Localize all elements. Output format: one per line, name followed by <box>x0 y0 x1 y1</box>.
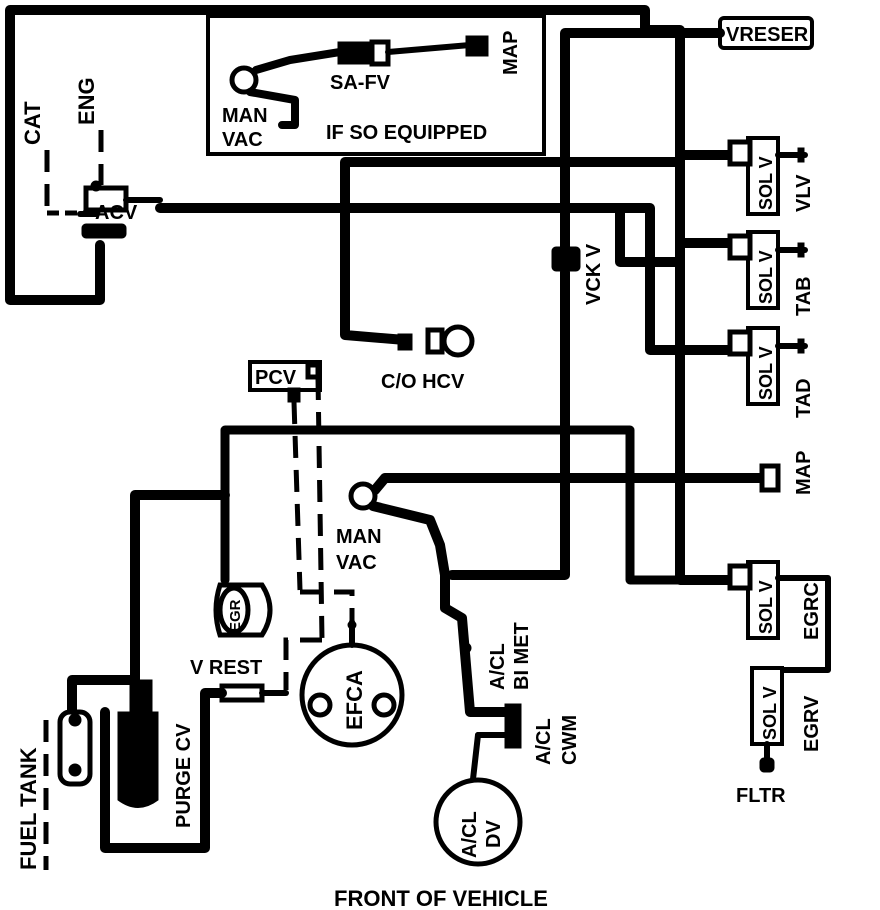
sol-v-tab-label: SOL V <box>756 250 776 304</box>
man-vac-mid-label-2: VAC <box>336 552 377 574</box>
sol-v-egrc-label: SOL V <box>756 580 776 634</box>
man-vac-mid-port <box>348 481 378 511</box>
bimet-junction <box>460 642 472 654</box>
pcv-dashed-left <box>291 401 303 591</box>
sol-v-egrv <box>750 666 784 773</box>
purge-hose-left <box>67 490 230 717</box>
pcv-dashed-right <box>315 377 325 641</box>
egrc-hose <box>220 425 740 585</box>
vreser-label: VRESER <box>726 24 809 46</box>
pcv-dashed-to-efca <box>300 589 355 622</box>
top-man-label: MAN <box>222 105 268 127</box>
top-vac-label: VAC <box>222 129 263 151</box>
pcv-dashed-to-vrest <box>283 637 322 690</box>
acl-cwm-label-2: CWM <box>559 715 581 765</box>
fuel-tank-valve <box>57 709 93 787</box>
sa-fv-label: SA-FV <box>330 72 391 94</box>
map-right-label: MAP <box>793 451 815 495</box>
acl-bimet-label-2: BI MET <box>511 622 533 690</box>
fuel-tank-label: FUEL TANK <box>16 747 41 870</box>
co-hcv-hose <box>340 157 685 345</box>
top-map-sensor <box>465 35 489 57</box>
pcv-valve <box>248 360 322 403</box>
main-vacuum-loop <box>5 5 740 585</box>
sa-fv-valve <box>337 39 391 67</box>
if-so-equipped-label: IF SO EQUIPPED <box>326 122 487 144</box>
sol-v-egrc <box>727 560 831 673</box>
acl-dv-motor <box>433 777 523 867</box>
vck-to-manvac-hose <box>447 267 570 580</box>
cat-label: CAT <box>20 101 45 145</box>
acv-valve <box>77 180 163 239</box>
sol-v-egrv-label: SOL V <box>760 686 780 740</box>
top-man-vac-port <box>229 48 344 129</box>
fltr-label: FLTR <box>736 785 786 807</box>
vlv-label: VLV <box>793 174 815 212</box>
v-rest-label: V REST <box>190 657 262 679</box>
eng-label: ENG <box>74 77 99 125</box>
tab-label: TAB <box>793 276 815 316</box>
acl-cwm-valve <box>475 703 522 749</box>
pcv-label: PCV <box>255 367 297 389</box>
if-so-equipped-box <box>206 14 546 156</box>
acv-label: ACV <box>95 202 138 224</box>
egr-valve <box>213 582 273 638</box>
sol-v-vlv <box>727 136 808 216</box>
sol-v-tab <box>727 230 808 310</box>
tad-label: TAD <box>793 378 815 418</box>
efca-unit <box>299 619 405 748</box>
purge-cv-label: PURGE CV <box>173 723 195 828</box>
purge-cv-canister <box>117 679 159 808</box>
front-of-vehicle-label: FRONT OF VEHICLE <box>334 886 548 910</box>
v-rest-valve <box>219 683 289 703</box>
acl-bimet-label-1: A/CL <box>487 643 509 690</box>
sa-fv-to-map-hose <box>385 42 473 55</box>
co-hcv-valve <box>397 324 475 358</box>
top-map-label: MAP <box>500 31 522 75</box>
egrv-label: EGRV <box>801 695 823 752</box>
acl-cwm-label-1: A/CL <box>533 718 555 765</box>
man-vac-to-acl-hose <box>368 501 510 717</box>
map-right-hose <box>370 473 765 495</box>
sol-v-vlv-label: SOL V <box>756 156 776 210</box>
sol-tad-hose <box>615 203 740 355</box>
purge-hose-vrest <box>100 688 227 853</box>
egr-label: EGR <box>227 599 244 632</box>
map-right-sensor <box>759 463 781 493</box>
sol-v-tad-label: SOL V <box>756 346 776 400</box>
vck-label: VCK V <box>583 243 605 305</box>
man-vac-mid-label-1: MAN <box>336 526 382 548</box>
co-hcv-label: C/O HCV <box>381 371 465 393</box>
vreser-hose <box>560 28 725 255</box>
sol-v-tad <box>727 326 808 406</box>
egrc-label: EGRC <box>801 582 823 640</box>
efca-label: EFCA <box>342 670 367 730</box>
acl-dv-label-2: DV <box>483 820 505 848</box>
acl-dv-label-1: A/CL <box>459 811 481 858</box>
